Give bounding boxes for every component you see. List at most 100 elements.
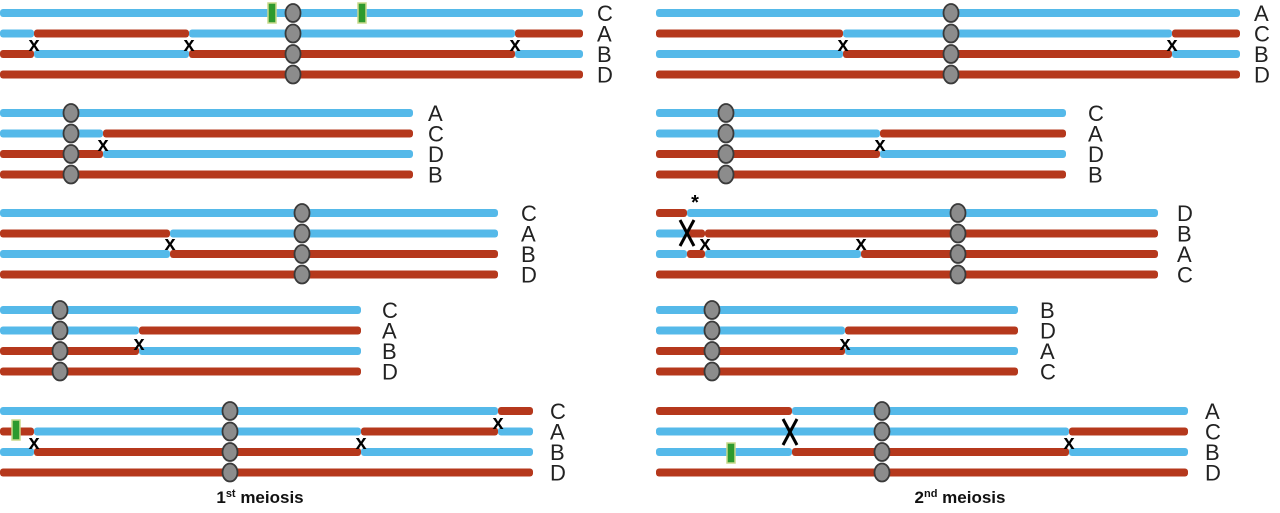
strand-p2-g3-r3-s1 — [656, 250, 687, 258]
caption-second-meiosis: 2nd meiosis — [915, 488, 1006, 507]
strand-label-p1-g2-r4: B — [428, 163, 443, 188]
strand-label-p1-g5-r1: C — [550, 399, 566, 424]
strand-label-p2-g4-r4: C — [1040, 360, 1056, 385]
centromere-p1-g2-r1 — [62, 103, 80, 123]
strand-label-p2-g2-r4: B — [1088, 163, 1103, 188]
strand-p2-g3-r2-s3 — [705, 229, 1158, 238]
crossover-mark-p2-g5-1: x — [1063, 432, 1074, 454]
strand-label-p1-g2-r2: C — [428, 122, 444, 147]
strand-p2-g1-r2-s3 — [1172, 29, 1240, 38]
centromere-p1-g3-r3 — [293, 244, 311, 264]
centromere-p2-g1-r3 — [942, 44, 960, 64]
strand-label-p2-g3-r2: B — [1177, 222, 1192, 247]
strand-p1-g5-r3-s1 — [0, 448, 34, 456]
strand-p2-g2-r3-s2 — [880, 150, 1066, 158]
centromere-p2-g4-r1 — [703, 300, 721, 320]
crossover-mark-p2-g3-1: x — [699, 233, 710, 255]
centromere-p2-g5-r2 — [873, 421, 891, 442]
strand-label-p1-g3-r1: C — [521, 201, 537, 226]
centromere-p1-g1-r4 — [284, 64, 302, 85]
strand-p1-g5-r3-s3 — [361, 448, 533, 456]
centromere-p2-g1-r4 — [942, 64, 960, 85]
strand-label-p2-g4-r2: D — [1040, 319, 1056, 344]
centromere-p1-g4-r3 — [51, 341, 69, 361]
crossover-mark-p1-g3-1: x — [164, 233, 175, 255]
strand-p1-g1-r3-s1 — [0, 50, 34, 58]
strand-p1-g3-r2-s1 — [0, 229, 170, 238]
strand-label-p1-g1-r4: D — [597, 63, 613, 88]
strand-label-p2-g3-r3: A — [1177, 242, 1192, 267]
centromere-p1-g1-r1 — [284, 3, 302, 23]
strand-p1-g2-r3-s1 — [0, 150, 103, 158]
strand-p2-g3-r3-s4 — [861, 250, 1158, 258]
strand-label-p2-g5-r4: D — [1205, 461, 1221, 486]
strand-p1-g4-r3-s1 — [0, 347, 139, 355]
crossover-mark-p1-g5-1: x — [28, 432, 39, 454]
centromere-p2-g1-r2 — [942, 23, 960, 44]
strand-p2-g4-r3-s2 — [845, 347, 1018, 355]
strand-label-p2-g3-r4: C — [1177, 263, 1193, 288]
centromere-p1-g1-r2 — [284, 23, 302, 44]
strand-p1-g2-r2-s2 — [103, 129, 413, 138]
strand-label-p2-g2-r3: D — [1088, 142, 1104, 167]
centromere-p1-g2-r3 — [62, 144, 80, 164]
strand-p2-g1-r2-s1 — [656, 29, 843, 38]
centromere-p2-g4-r3 — [703, 341, 721, 361]
strand-p1-g5-r1-s2 — [498, 407, 533, 415]
strand-p2-g5-r2-s1 — [656, 427, 1069, 436]
strand-p2-g2-r1-s1 — [656, 109, 1066, 117]
strand-p1-g2-r1-s1 — [0, 109, 413, 117]
centromere-p2-g5-r4 — [873, 462, 891, 483]
complex-exchange-mark-p2-g5-1 — [781, 418, 799, 446]
asterisk-mark-p2-g3: * — [691, 192, 699, 214]
strand-label-p2-g1-r1: A — [1254, 1, 1269, 26]
crossover-mark-p1-g5-3: x — [492, 412, 503, 434]
strand-p1-g1-r3-s3 — [189, 50, 515, 58]
crossover-mark-p1-g1-1: x — [28, 34, 39, 56]
strand-p2-g3-r1-s1 — [656, 209, 687, 217]
strand-p2-g3-r3-s2 — [687, 250, 705, 258]
strand-label-p2-g2-r2: A — [1088, 122, 1103, 147]
crossover-mark-p2-g1-1: x — [837, 34, 848, 56]
strand-p1-g1-r3-s4 — [515, 50, 583, 58]
strand-p1-g3-r3-s1 — [0, 250, 170, 258]
crossover-mark-p1-g5-2: x — [355, 432, 366, 454]
strand-label-p1-g3-r4: D — [521, 263, 537, 288]
strand-p2-g3-r2-s2 — [687, 229, 705, 238]
crossover-mark-p2-g4-1: x — [839, 333, 850, 355]
crossover-mark-p1-g1-3: x — [509, 34, 520, 56]
exchange-stroke-b — [781, 418, 799, 446]
strand-p1-g4-r2-s2 — [139, 326, 361, 335]
strand-p2-g2-r4-s1 — [656, 170, 1066, 179]
strand-p1-g1-r2-s3 — [189, 29, 515, 38]
strand-p1-g3-r4-s1 — [0, 270, 498, 279]
strand-p2-g5-r3-s2 — [792, 448, 1069, 456]
strand-label-p2-g2-r1: C — [1088, 101, 1104, 126]
strand-label-p2-g1-r2: C — [1254, 22, 1270, 47]
strand-label-p1-g5-r3: B — [550, 440, 565, 465]
centromere-p1-g3-r1 — [293, 203, 311, 223]
centromere-p1-g2-r2 — [62, 123, 80, 144]
centromere-p1-g5-r4 — [221, 462, 239, 483]
strand-label-p2-g1-r3: B — [1254, 42, 1269, 67]
crossover-mark-p2-g2-1: x — [874, 134, 885, 156]
centromere-p1-g5-r1 — [221, 401, 239, 421]
strand-p1-g5-r4-s1 — [0, 468, 533, 477]
centromere-p2-g2-r1 — [717, 103, 735, 123]
strand-p1-g4-r4-s1 — [0, 367, 361, 376]
crossover-mark-p2-g3-2: x — [855, 233, 866, 255]
strand-p1-g4-r3-s2 — [139, 347, 361, 355]
strand-p2-g1-r2-s2 — [843, 29, 1172, 38]
strand-p2-g4-r1-s1 — [656, 306, 1018, 314]
strand-p2-g5-r1-s1 — [656, 407, 792, 415]
strand-p1-g3-r1-s1 — [0, 209, 498, 217]
crossover-mark-p1-g2-1: x — [97, 134, 108, 156]
strand-label-p2-g3-r1: D — [1177, 201, 1193, 226]
green-marker-p1-g1-2 — [357, 2, 367, 24]
centromere-layer — [51, 3, 967, 483]
centromere-p2-g5-r1 — [873, 401, 891, 421]
centromere-p2-g2-r2 — [717, 123, 735, 144]
